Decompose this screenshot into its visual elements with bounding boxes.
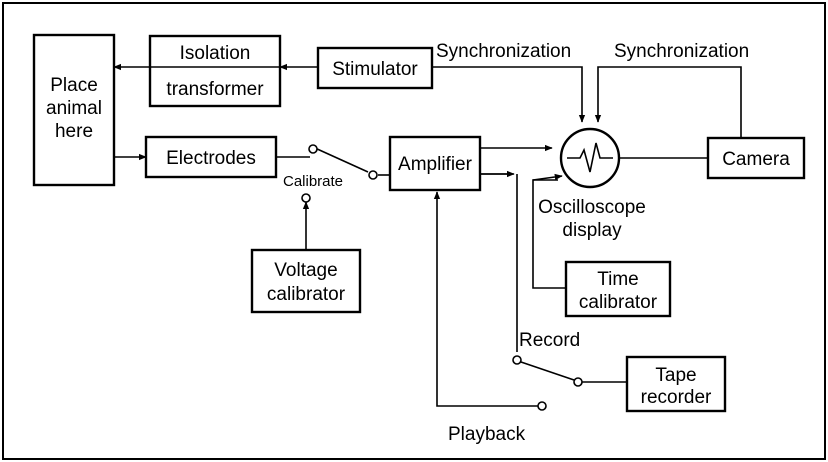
calibrate-switch-blade [314,147,369,173]
time-calibrator-label-2: calibrator [579,292,658,313]
wire-time-calibrator [532,179,566,289]
wire-stimulator-sync [432,66,586,123]
sync-camera-label: Synchronization [614,41,749,62]
oscilloscope-icon [559,127,621,189]
isolation-transformer-label-1: Isolation [180,43,251,64]
playback-switch-contact [537,401,547,411]
record-label: Record [519,330,580,351]
camera-label: Camera [722,149,790,170]
oscilloscope-label-1: Oscilloscope [538,197,646,218]
place-animal-label-3: here [55,121,93,142]
tape-recorder-label-1: Tape [655,365,696,386]
stimulator-box [316,46,434,90]
amplifier-label: Amplifier [398,154,473,175]
record-switch-pivot [573,377,583,387]
wire-camera-sync [594,66,742,138]
electrodes-box [144,135,278,179]
time-calibrator-box [564,260,672,318]
electrodes-label: Electrodes [166,148,256,169]
wire-time-calibrator-arrow [532,173,563,181]
playback-label: Playback [448,424,526,445]
calibrate-switch-contact [301,193,311,203]
wire-amplifier-to-record [480,173,518,352]
place-animal-box [32,33,116,187]
calibrate-switch-amp-contact [368,170,378,180]
oscilloscope-label-2: display [562,220,622,241]
tape-recorder-label-2: recorder [641,387,712,408]
calibrate-switch-pivot [308,144,318,154]
sync-stimulator-label: Synchronization [436,41,571,62]
voltage-calibrator-label-2: calibrator [267,284,346,305]
place-animal-label-2: animal [46,98,102,119]
calibrate-label: Calibrate [283,173,343,190]
stimulator-label: Stimulator [332,59,418,80]
record-switch-blade [520,361,575,381]
camera-box [706,136,806,180]
amplifier-box [388,135,482,192]
record-switch-contact [512,355,522,365]
voltage-calibrator-box [250,248,362,314]
isolation-transformer-box [148,34,282,108]
tape-recorder-box [625,355,727,413]
voltage-calibrator-label-1: Voltage [274,260,337,281]
place-animal-label-1: Place [50,75,98,96]
time-calibrator-label-1: Time [597,269,639,290]
isolation-transformer-label-2: transformer [166,79,264,100]
wire-playback-to-amplifier [433,191,538,407]
